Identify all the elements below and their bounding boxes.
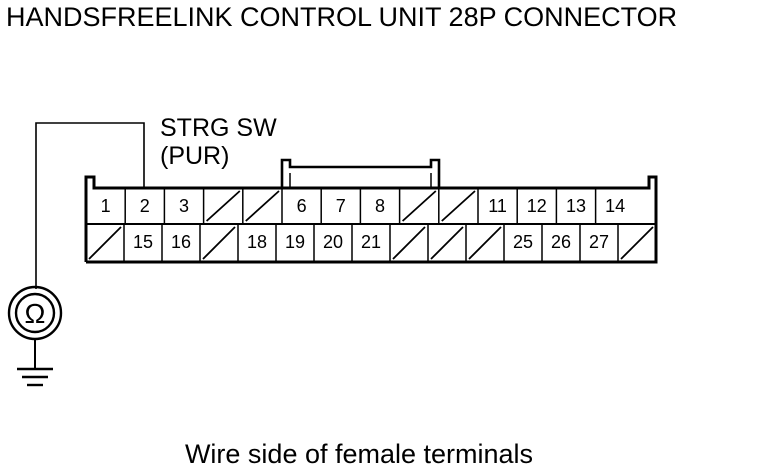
terminal-14: 14 xyxy=(594,188,625,224)
terminal-number: 1 xyxy=(101,196,111,216)
empty-cavity xyxy=(242,188,280,224)
terminal-6: 6 xyxy=(281,188,307,224)
terminal-number: 20 xyxy=(323,232,343,252)
terminal-number: 11 xyxy=(488,196,507,216)
terminal-27: 27 xyxy=(579,224,609,262)
empty-cavity xyxy=(398,188,437,224)
terminal-number: 8 xyxy=(375,196,385,216)
diagram-caption: Wire side of female terminals xyxy=(184,439,534,469)
terminal-3: 3 xyxy=(163,188,189,224)
connector-lock-tab xyxy=(280,158,441,188)
terminal-number: 3 xyxy=(179,196,189,216)
terminal-number: 19 xyxy=(285,232,305,252)
terminal-number: 2 xyxy=(140,196,150,216)
terminal-12: 12 xyxy=(516,188,547,224)
terminal-number: 27 xyxy=(589,232,609,252)
terminal-number: 21 xyxy=(361,232,381,252)
empty-cavity xyxy=(465,224,502,262)
terminal-number: 26 xyxy=(551,232,571,252)
unused-cavity-slash xyxy=(441,190,476,222)
ohm-symbol: Ω xyxy=(25,298,46,329)
terminal-number: 16 xyxy=(171,232,191,252)
unused-cavity-slash xyxy=(88,226,122,260)
wire-label: STRG SW (PUR) xyxy=(160,114,277,170)
terminal-20: 20 xyxy=(313,224,343,262)
terminal-13: 13 xyxy=(555,188,586,224)
terminal-1: 1 xyxy=(101,196,111,216)
terminal-25: 25 xyxy=(503,224,533,262)
empty-cavity xyxy=(438,188,476,224)
test-lead-wire xyxy=(35,122,145,289)
unused-cavity-slash xyxy=(430,226,464,260)
empty-cavity xyxy=(202,188,241,224)
terminal-16: 16 xyxy=(161,224,191,262)
terminal-18: 18 xyxy=(237,224,267,262)
terminal-number: 7 xyxy=(336,196,346,216)
unused-cavity-slash xyxy=(468,226,502,260)
ground-icon xyxy=(17,367,53,387)
empty-cavity xyxy=(199,224,236,262)
terminal-7: 7 xyxy=(320,188,346,224)
terminal-8: 8 xyxy=(359,188,385,224)
terminal-26: 26 xyxy=(541,224,571,262)
unused-cavity-slash xyxy=(401,190,437,222)
unused-cavity-slash xyxy=(205,190,241,222)
wire-label-circuit: STRG SW xyxy=(160,114,277,142)
terminal-number: 15 xyxy=(133,232,153,252)
diagram-title: HANDSFREELINK CONTROL UNIT 28P CONNECTOR xyxy=(6,2,678,32)
terminal-2: 2 xyxy=(124,188,150,224)
unused-cavity-slash xyxy=(202,226,236,260)
connector-bottom-row: 15 16 18 19 20 21 25 26 27 xyxy=(88,224,654,262)
unused-cavity-slash xyxy=(392,226,426,260)
terminal-number: 14 xyxy=(605,196,625,216)
terminal-number: 6 xyxy=(297,196,307,216)
wire-label-color: (PUR) xyxy=(160,142,230,170)
empty-cavity xyxy=(389,224,426,262)
terminal-number: 13 xyxy=(566,196,586,216)
unused-cavity-slash xyxy=(245,190,280,222)
terminal-number: 18 xyxy=(247,232,267,252)
empty-cavity xyxy=(427,224,464,262)
terminal-number: 12 xyxy=(527,196,547,216)
terminal-11: 11 xyxy=(477,188,507,224)
terminal-19: 19 xyxy=(275,224,305,262)
unused-cavity-slash xyxy=(620,226,654,260)
empty-cavity xyxy=(617,224,654,262)
ohmmeter-icon: Ω xyxy=(7,285,63,341)
terminal-15: 15 xyxy=(123,224,153,262)
terminal-number: 25 xyxy=(513,232,533,252)
empty-cavity xyxy=(88,226,122,260)
terminal-21: 21 xyxy=(351,224,381,262)
connector-housing xyxy=(84,158,658,264)
